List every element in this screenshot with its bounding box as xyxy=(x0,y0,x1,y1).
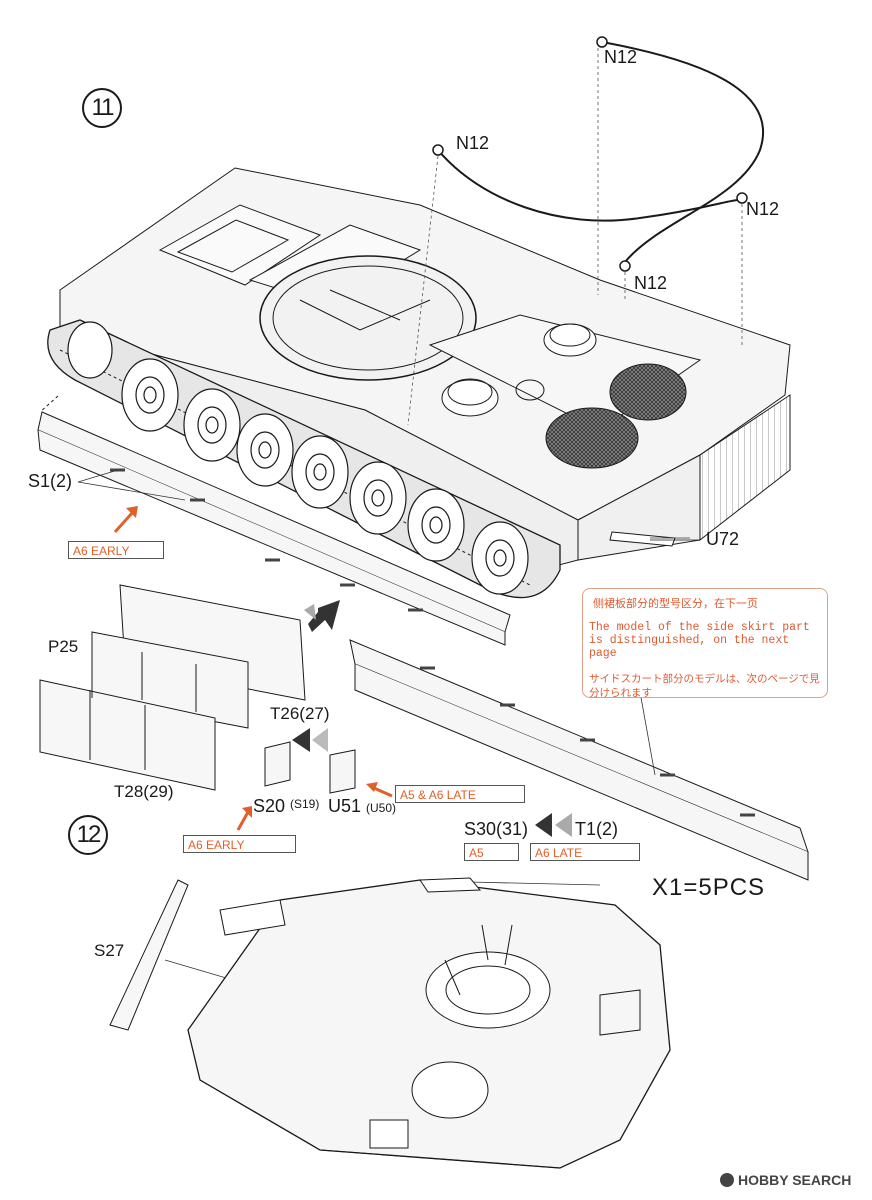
panel-set-p25 xyxy=(39,584,306,791)
tow-cable xyxy=(407,36,764,426)
note-text-japanese: サイドスカート部分のモデルは、次のページで見分けられます xyxy=(589,673,820,699)
part-label-s30: S30(31) xyxy=(464,819,529,839)
quantity-label: X1=5PCS xyxy=(652,874,766,901)
variant-tag-a6-early-top: A6 EARLY xyxy=(68,541,164,559)
direction-arrows xyxy=(113,506,572,837)
note-text-chinese: 侧裙板部分的型号区分，在下一页 xyxy=(593,597,758,610)
note-text-english: The model of the side skirt part is dist… xyxy=(589,621,810,660)
watermark: HOBBY SEARCH xyxy=(720,1172,851,1188)
part-label-s27: S27 xyxy=(94,941,125,960)
small-parts xyxy=(264,741,356,794)
side-skirt-note: 侧裙板部分的型号区分，在下一页 The model of the side sk… xyxy=(582,588,828,699)
part-label-t26: T26(27) xyxy=(270,704,330,723)
variant-tag-a5: A5 xyxy=(464,843,519,861)
part-label-n12-top: N12 xyxy=(604,47,638,67)
part-label-n12-left: N12 xyxy=(456,133,490,153)
variant-tag-a6-early-mid: A6 EARLY xyxy=(183,835,296,853)
part-label-s19: (S19) xyxy=(290,797,320,811)
side-skirt-s1 xyxy=(37,395,511,646)
part-label-u51: U51 xyxy=(328,796,362,816)
part-label-t1: T1(2) xyxy=(575,819,619,839)
part-label-n12-right: N12 xyxy=(746,199,780,219)
variant-tag-a5-a6-late: A5 & A6 LATE xyxy=(395,785,525,803)
side-skirt-right xyxy=(349,639,809,881)
part-label-n12-mid: N12 xyxy=(634,273,668,293)
part-u72-shape xyxy=(609,531,700,547)
road-wheels xyxy=(67,321,529,595)
part-label-p25: P25 xyxy=(48,637,79,656)
part-label-s20: S20 xyxy=(253,796,286,816)
variant-tag-a6-late: A6 LATE xyxy=(530,843,640,861)
part-s27-strip xyxy=(109,879,189,1031)
part-label-s1: S1(2) xyxy=(28,471,73,491)
step-number-11: 11 xyxy=(82,88,122,128)
step-number-12: 12 xyxy=(68,815,108,855)
part-label-u72: U72 xyxy=(706,529,740,549)
part-label-u50: (U50) xyxy=(366,801,397,815)
hobby-search-logo-icon xyxy=(720,1173,734,1187)
watermark-text: HOBBY SEARCH xyxy=(738,1172,852,1188)
part-label-t28: T28(29) xyxy=(114,782,174,801)
turret-assembly xyxy=(187,877,671,1169)
leader-lines xyxy=(77,469,690,986)
